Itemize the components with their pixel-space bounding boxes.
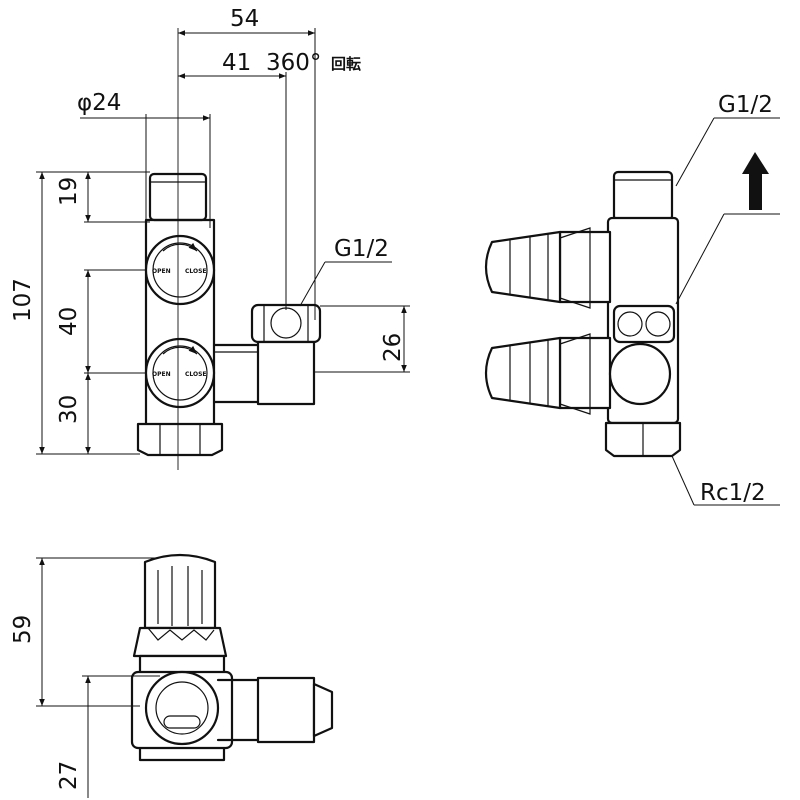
upper-close-label: CLOSE: [185, 268, 207, 275]
lower-close-label: CLOSE: [185, 371, 207, 378]
flow-direction-arrow-icon: [742, 152, 769, 210]
dim-19: 19: [56, 177, 82, 206]
thread-g12-side: G1/2: [718, 92, 773, 118]
dim-40: 40: [56, 307, 82, 336]
top-view: [130, 553, 334, 762]
thread-g12-front: G1/2: [334, 236, 389, 262]
dim-107: 107: [10, 278, 36, 322]
side-pipe: [256, 340, 316, 406]
side-hex-nut: [250, 303, 322, 344]
top-dimensions: 59 27: [10, 557, 160, 798]
dim-rotation: 360°: [266, 50, 321, 76]
top-outlet: [144, 670, 220, 746]
dim-41: 41: [222, 50, 251, 76]
lower-handle: [484, 333, 612, 415]
dim-30: 30: [56, 395, 82, 424]
side-middle-hex: [612, 304, 676, 344]
dim-27: 27: [56, 761, 82, 790]
top-pipe: [256, 676, 316, 744]
side-view: G1/2 Rc1/2: [484, 92, 780, 506]
top-handle: [143, 553, 217, 630]
side-arm: [212, 343, 260, 404]
lower-open-label: OPEN: [152, 371, 171, 378]
dim-26: 26: [380, 333, 406, 362]
side-outlet: [608, 342, 672, 406]
thread-rc12-side: Rc1/2: [700, 480, 766, 506]
dim-rotation-suffix: 回転: [331, 55, 361, 73]
front-view: OPEN CLOSE OPEN CLOSE: [136, 28, 322, 470]
dim-59: 59: [10, 615, 36, 644]
upper-open-label: OPEN: [152, 268, 171, 275]
dim-dia-24: φ24: [77, 90, 121, 116]
top-nut: [312, 682, 334, 738]
front-dimensions: 54 41 360° 回転 φ24 107 19 40 30 26: [10, 6, 410, 455]
bottom-hex-nut: [136, 422, 224, 457]
dim-54: 54: [230, 6, 259, 32]
side-top-fitting: [612, 170, 674, 222]
upper-handle: [484, 227, 612, 309]
